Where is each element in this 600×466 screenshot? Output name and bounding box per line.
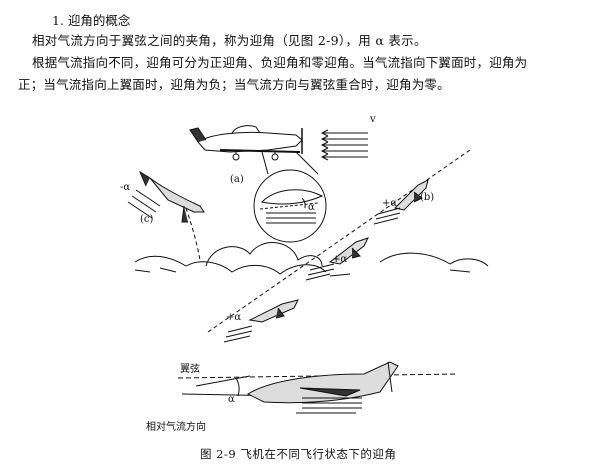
chord-angle-diagram xyxy=(177,361,459,414)
label-b: (b) xyxy=(420,192,434,203)
propeller-airplane-illustration xyxy=(189,125,303,161)
diving-jet-c xyxy=(127,170,205,261)
paragraph-classification-line1: 根据气流指向不同，迎角可分为正迎角、负迎角和零迎角。当气流指向下翼面时，迎角为 xyxy=(32,55,528,70)
label-relative-wind: 相对气流方向 xyxy=(146,420,206,433)
label-plus-alpha-3: +α xyxy=(226,312,241,323)
label-alpha-zoom: α xyxy=(308,202,315,213)
angle-of-attack-figure: v (a) (b) (c) α -α +α +α +α 翼弦 α 相对气流方向 xyxy=(120,114,489,433)
label-c: (c) xyxy=(140,214,154,225)
label-velocity: v xyxy=(369,114,376,125)
paragraph-definition: 相对气流方向于翼弦之间的夹角，称为迎角（见图 2-9），用 α 表示。 xyxy=(32,33,427,48)
label-wing-chord: 翼弦 xyxy=(180,362,200,375)
cloud-scenery xyxy=(134,242,489,277)
label-plus-alpha-2: +α xyxy=(332,254,347,265)
label-minus-alpha: -α xyxy=(120,182,130,193)
section-heading: 1. 迎角的概念 xyxy=(52,13,131,28)
label-a: (a) xyxy=(230,174,244,185)
figure-caption: 图 2-9 飞机在不同飞行状态下的迎角 xyxy=(200,447,397,461)
airflow-lines-b xyxy=(223,207,401,343)
climbing-jets-b xyxy=(207,149,471,333)
label-alpha-bottom: α xyxy=(228,394,235,405)
paragraph-classification-line2: 正；当气流指向上翼面时，迎角为负；当气流方向与翼弦重合时，迎角为零。 xyxy=(18,77,450,92)
airfoil-zoom-circle xyxy=(253,151,327,243)
airflow-lines-a xyxy=(320,129,368,161)
label-plus-alpha-1: +α xyxy=(382,198,397,209)
